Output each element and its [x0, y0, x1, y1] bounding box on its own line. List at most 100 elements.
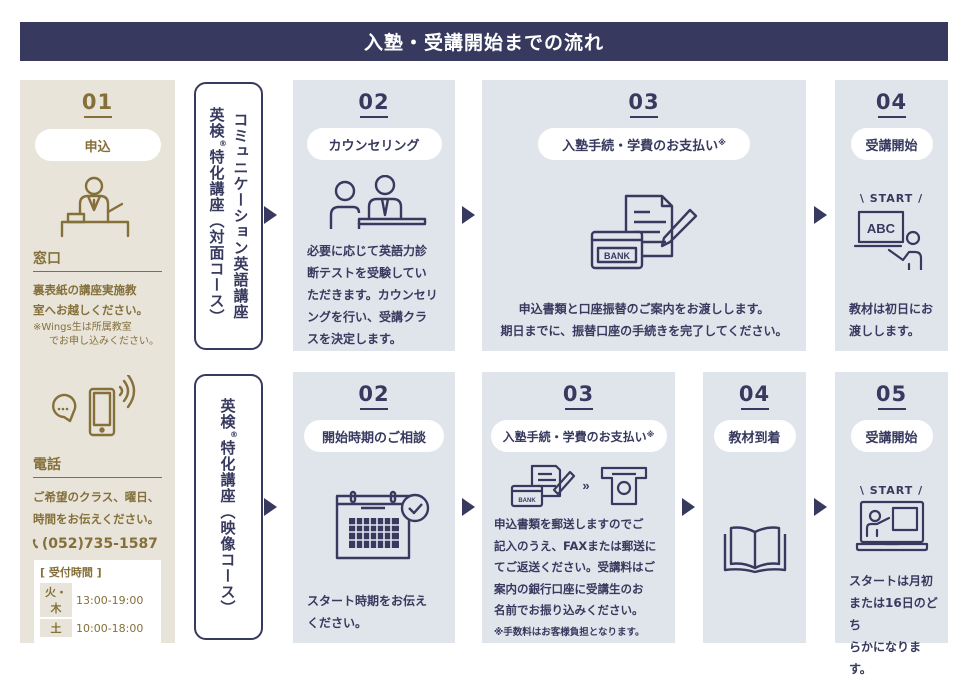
note-mark: ※	[718, 138, 726, 147]
step-number: 04	[875, 90, 908, 114]
note-line: ※Wings生は所属教室	[33, 322, 132, 333]
flow-arrow	[814, 498, 827, 516]
step-number: 04	[738, 382, 771, 406]
hours-title: [ 受付時間 ]	[40, 566, 102, 579]
step-label: 受講開始	[850, 128, 933, 160]
step-label: カウンセリング	[306, 128, 442, 160]
flow-arrow	[462, 206, 475, 224]
start-label: \ START /	[859, 192, 924, 205]
text-line: らかになります。	[849, 640, 922, 676]
phone-title: 電話	[33, 454, 162, 478]
hours-day: 土	[40, 619, 72, 637]
course-label-line1: コミュニケーション英語講座	[231, 112, 250, 320]
step-label: 入塾手続・学費のお支払い※	[490, 420, 667, 452]
step-number: 01	[81, 90, 114, 114]
text-line: 名前でお振り込みください。	[494, 603, 644, 617]
flow-arrow	[682, 498, 695, 516]
bank-to-atm-icon: BANK »	[510, 464, 648, 508]
phone-number-row[interactable]: 📞︎ (052)735-1587	[33, 536, 162, 552]
step-description: 申込書類と口座振替のご案内をお渡しします。 期日までに、振替口座の手続きを完了し…	[482, 298, 806, 342]
course-b-step-04: 04 教材到着	[703, 372, 806, 643]
flow-arrow	[462, 498, 475, 516]
text-line: 記入のうえ、FAXまたは郵送に	[494, 538, 657, 553]
label-text: 特化講座（映像コース）	[218, 440, 237, 616]
text-line: ただきます。カウンセリ	[307, 288, 438, 302]
window-note: ※Wings生は所属教室 でお申し込みください。	[33, 321, 162, 349]
step-label: 教材到着	[713, 420, 796, 452]
label-text: 入塾手続・学費のお支払い	[562, 138, 719, 154]
text-line: ングを行い、受講クラ	[307, 310, 428, 324]
hours-row: 土 10:00-18:00	[40, 619, 155, 637]
step-description: スタート時期をお伝え ください。	[307, 590, 445, 634]
text-line: スを決定します。	[307, 332, 402, 346]
online-lesson-icon	[855, 500, 929, 552]
text-line: 断テストを受験してい	[307, 266, 427, 280]
window-title: 窓口	[33, 248, 162, 272]
text-line: 教材は初日にお	[849, 302, 934, 316]
text-line: 時間をお伝えください。	[33, 512, 160, 526]
text-line: 申込書類と口座振替のご案内をお渡しします。	[518, 302, 770, 316]
step-label: 受講開始	[850, 420, 933, 452]
phone-icon: 📞︎	[33, 536, 38, 552]
phone-text: ご希望のクラス、曜日、 時間をお伝えください。	[33, 486, 162, 530]
course-label-line2: 英検®特化講座（対面コース）	[208, 107, 228, 325]
number-underline	[360, 408, 388, 410]
course-b-step-05: 05 受講開始 \ START / スタートは月初 または16日のどち らかにな…	[835, 372, 948, 676]
course-label-video: 英検®特化講座（映像コース）	[194, 374, 263, 640]
phone-number[interactable]: (052)735-1587	[41, 536, 158, 552]
bank-text: BANK	[518, 498, 536, 504]
counseling-icon	[329, 175, 427, 229]
text-line: ご希望のクラス、曜日、	[33, 490, 160, 504]
course-b-step-02: 02 開始時期のご相談 スタート時期をお伝え ください。	[293, 372, 455, 643]
hours-day: 火・木	[40, 583, 72, 617]
fee-note: ※手数料はお客様負担となります。	[494, 626, 645, 638]
text-line: 申込書類を郵送しますのでご	[494, 517, 644, 531]
step-number: 05	[875, 382, 908, 406]
arrow-chevrons: »	[582, 478, 589, 493]
window-text: 裏表紙の講座実施教 室へお越しください。	[33, 280, 162, 320]
label-text: 入塾手続・学費のお支払い	[502, 429, 647, 444]
label-text: 英検	[207, 107, 226, 139]
step-description: 申込書類を郵送しますのでご 記入のうえ、FAXまたは郵送に てご返送ください。受…	[494, 514, 669, 643]
flow-arrow	[814, 206, 827, 224]
text-line: 裏表紙の講座実施教	[33, 283, 137, 297]
calendar-check-icon	[335, 490, 430, 560]
note-mark: ※	[646, 430, 655, 439]
hours-time: 13:00-19:00	[76, 593, 144, 607]
step-description: スタートは月初 または16日のどち らかになります。	[849, 570, 938, 680]
number-underline	[564, 408, 593, 410]
course-label-line1: 英検®特化講座（映像コース）	[219, 398, 239, 616]
registered-mark: ®	[218, 139, 228, 149]
course-a-step-02: 02 カウンセリング 必要に応じて英語力診 断テストを受験してい ただきます。カ…	[293, 80, 455, 351]
smartphone-chat-icon	[52, 375, 136, 437]
page-title-bar: 入塾・受講開始までの流れ	[20, 22, 948, 61]
reception-hours: [ 受付時間 ] 火・木 13:00-19:00 土 10:00-18:00	[34, 560, 161, 643]
step-label: 開始時期のご相談	[304, 420, 444, 452]
step-label-apply: 申込	[34, 129, 161, 161]
registered-mark: ®	[229, 430, 239, 440]
bank-document-icon: BANK	[590, 194, 698, 270]
text-line: 期日までに、振替口座の手続きを完了してください。	[500, 324, 788, 338]
text-line: 必要に応じて英語力診	[307, 244, 428, 258]
board-text: ABC	[867, 221, 896, 236]
flow-arrow	[264, 498, 277, 516]
text-line: または16日のどち	[849, 596, 938, 632]
step-label: 入塾手続・学費のお支払い※	[538, 128, 750, 160]
teacher-board-icon: ABC	[853, 210, 923, 270]
step-01-panel: 01 申込 窓口 裏表紙の講座実施教 室へお越しください。 ※Wings生は所属…	[20, 80, 175, 643]
text-line: スタートは月初	[849, 574, 934, 588]
open-book-icon	[723, 526, 787, 574]
course-a-step-03: 03 入塾手続・学費のお支払い※ BANK 申込書類と口座振替のご案内をお渡しし…	[482, 80, 806, 351]
receptionist-icon	[60, 176, 130, 238]
text-line: ください。	[307, 616, 368, 630]
step-number: 02	[358, 90, 390, 114]
step-description: 教材は初日にお 渡しします。	[849, 298, 938, 342]
step-description: 必要に応じて英語力診 断テストを受験してい ただきます。カウンセリ ングを行い、…	[307, 240, 445, 350]
number-underline	[877, 116, 906, 118]
flow-arrow	[264, 206, 277, 224]
course-label-in-person: コミュニケーション英語講座 英検®特化講座（対面コース）	[194, 82, 263, 350]
hours-row: 火・木 13:00-19:00	[40, 583, 155, 617]
number-underline	[83, 116, 112, 118]
text-line: 渡しします。	[849, 324, 920, 338]
note-line: でお申し込みください。	[49, 336, 159, 347]
